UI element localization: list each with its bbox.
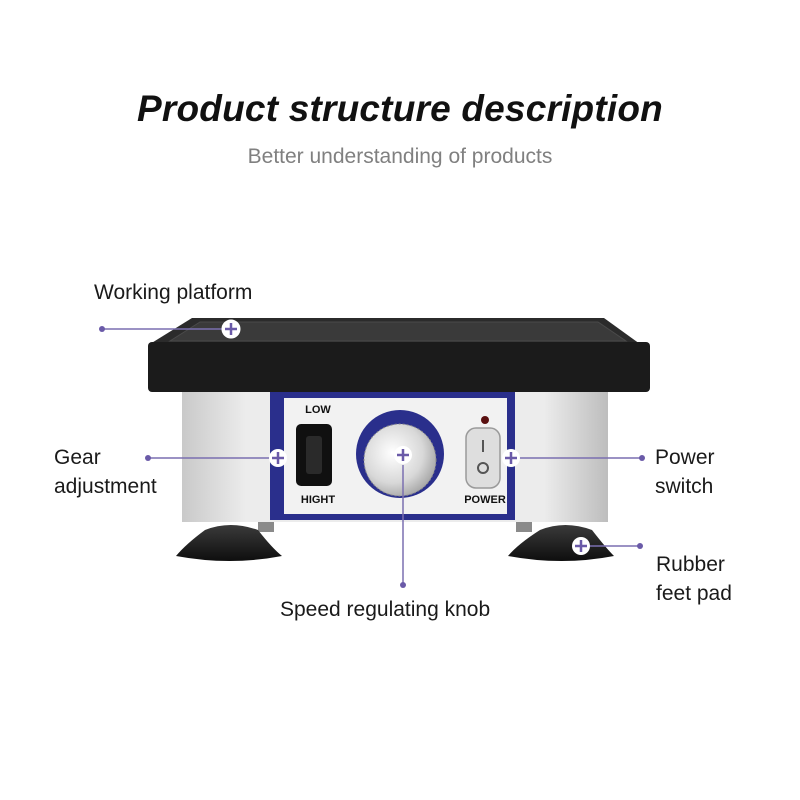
label-rubber-line1: Rubber <box>656 553 725 576</box>
label-working-platform: Working platform <box>94 281 253 304</box>
label-power-line2: switch <box>655 475 714 498</box>
panel-label-hight: HIGHT <box>301 494 336 506</box>
power-rocker-switch[interactable] <box>465 427 501 489</box>
label-gear-line1: Gear <box>54 446 101 469</box>
label-speed-knob: Speed regulating knob <box>280 598 491 621</box>
rubber-foot-right <box>508 518 614 561</box>
hotspot-power-switch[interactable] <box>502 449 520 467</box>
power-indicator-light <box>481 416 489 424</box>
label-power-switch: Power switch <box>655 443 715 501</box>
control-panel: LOW HIGHT POWER <box>270 392 515 520</box>
working-platform <box>148 318 650 392</box>
rubber-foot-left <box>176 518 282 561</box>
page-title: Product structure description <box>137 88 663 129</box>
label-gear-adjustment: Gear adjustment <box>54 443 157 501</box>
hotspot-working-platform[interactable] <box>221 319 241 339</box>
label-gear-line2: adjustment <box>54 475 157 498</box>
panel-label-power: POWER <box>464 494 506 506</box>
label-rubber-feet: Rubber feet pad <box>656 550 732 608</box>
panel-label-low: LOW <box>305 404 331 416</box>
hotspot-rubber-feet[interactable] <box>572 537 590 555</box>
callout-lines <box>102 328 642 585</box>
callout-end-dots <box>99 326 645 588</box>
label-rubber-line2: feet pad <box>656 582 732 605</box>
hotspot-speed-knob[interactable] <box>394 446 412 464</box>
hotspot-gear-adjustment[interactable] <box>269 449 287 467</box>
page-subtitle: Better understanding of products <box>247 145 553 168</box>
label-power-line1: Power <box>655 446 715 469</box>
